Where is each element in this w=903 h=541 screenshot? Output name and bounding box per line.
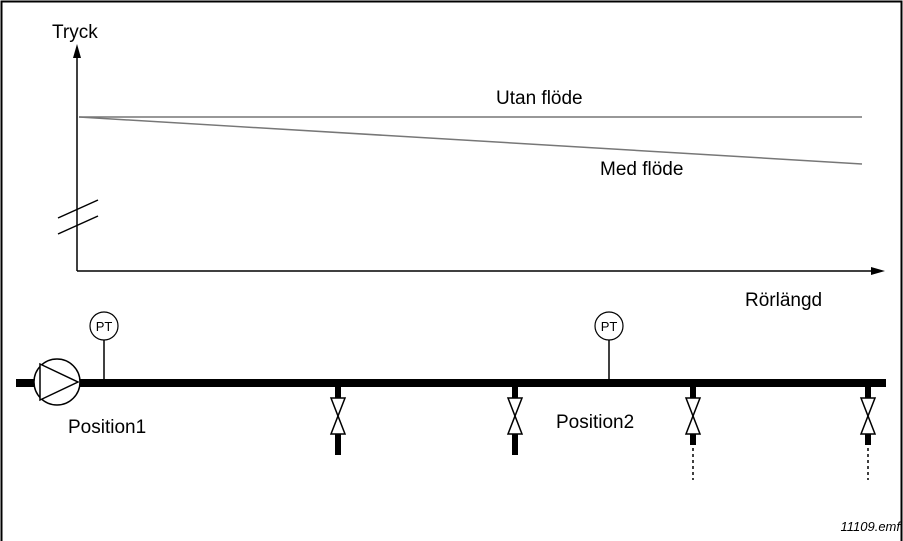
y-axis-label: Tryck [52,22,98,43]
pump-triangle [39,362,80,402]
pressure-transmitter-icon [594,311,624,341]
valve-icon [684,387,702,445]
file-name: 11109.emf [840,519,901,534]
sensor-label: PT [601,319,618,334]
axis-break-mark [57,215,99,235]
position-label: Position1 [68,417,146,438]
curve-with-flow-label: Med flöde [600,159,683,180]
curve-with-flow [78,116,863,165]
x-axis-arrow [871,267,885,275]
position-label: Position2 [556,412,634,433]
valve-icon [859,387,877,445]
curve-no-flow-label: Utan flöde [496,88,583,109]
pressure-transmitter-icon [89,311,119,341]
main-pipe [16,379,886,387]
y-axis-arrow [73,44,81,58]
valve-icon [506,387,524,455]
valve-icon [329,387,347,455]
x-axis-label: Rörlängd [745,290,822,311]
sensor-label: PT [96,319,113,334]
axis-break-mark [57,199,99,219]
